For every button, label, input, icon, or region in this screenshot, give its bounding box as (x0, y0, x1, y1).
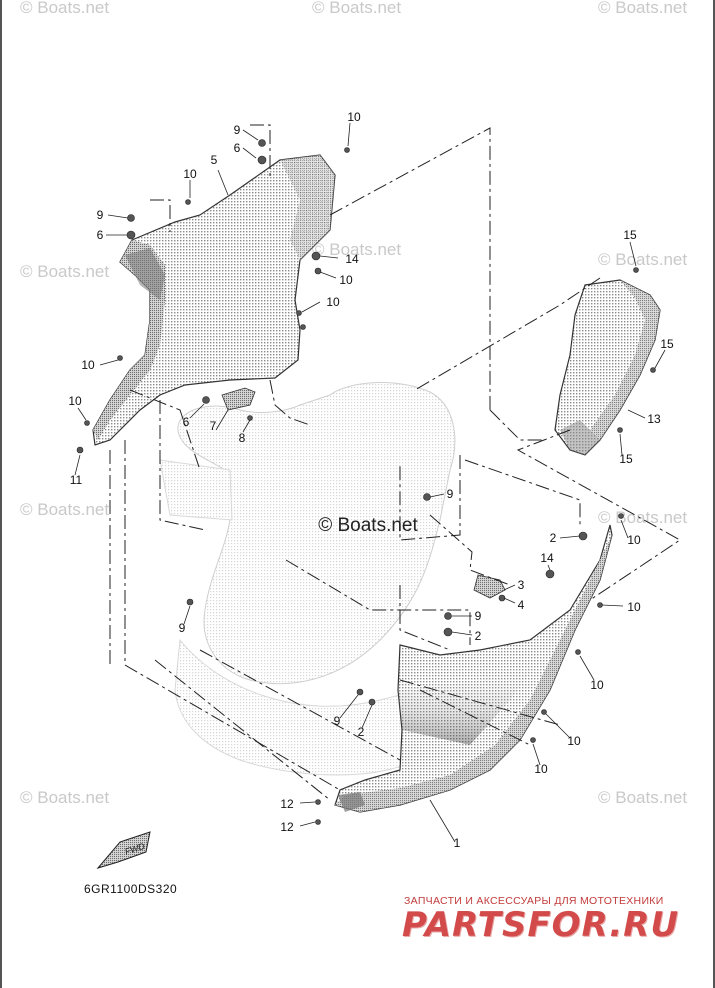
callout-label: 14 (540, 551, 554, 565)
callout-label: 9 (233, 123, 241, 137)
callout-label: 10 (590, 678, 604, 692)
callout-label: 14 (345, 252, 359, 266)
part-13-side-panel (554, 279, 661, 456)
engine-ghost (159, 382, 456, 776)
callout-label: 6 (96, 228, 104, 242)
watermark: © Boats.net (598, 788, 688, 807)
callout-label: 3 (517, 578, 525, 592)
callout-label: 10 (567, 734, 581, 748)
callout-label: 10 (183, 167, 197, 181)
callout-label: 10 (339, 273, 353, 287)
callout-label: 6 (233, 141, 241, 155)
callout-label: 10 (326, 295, 340, 309)
part-5-upper-cover (92, 154, 336, 446)
callout-label: 2 (549, 531, 557, 545)
callout-label: 9 (96, 208, 104, 222)
callout-label: 10 (627, 600, 641, 614)
callout-label: 5 (210, 153, 218, 167)
left-border (0, 0, 2, 988)
watermark: © Boats.net (20, 0, 110, 17)
callout-label: 9 (474, 609, 482, 623)
watermark: © Boats.net (598, 508, 688, 527)
callout-label: 8 (238, 431, 246, 445)
diagram-code: 6GR1100DS320 (84, 882, 178, 896)
watermark: © Boats.net (20, 500, 110, 519)
callout-label: 9 (333, 714, 341, 728)
callout-label: 1 (453, 836, 461, 850)
watermark: © Boats.net (20, 788, 110, 807)
callout-label: 7 (209, 419, 217, 433)
callout-label: 15 (623, 228, 637, 242)
callout-label: 10 (347, 110, 361, 124)
callout-label: 10 (627, 533, 641, 547)
callout-label: 10 (81, 358, 95, 372)
watermark: © Boats.net (312, 0, 402, 17)
callout-label: 15 (619, 452, 633, 466)
callout-label: 12 (280, 797, 294, 811)
right-border (713, 0, 715, 988)
center-watermark: © Boats.net (318, 515, 418, 536)
callout-label: 2 (474, 629, 482, 643)
callout-label: 4 (517, 598, 525, 612)
watermark: © Boats.net (20, 262, 110, 281)
brand-logo[interactable]: PARTSFOR.RU (402, 905, 680, 945)
leader-lines (74, 122, 666, 843)
callout-label: 10 (68, 394, 82, 408)
brand-tagline: ЗАПЧАСТИ И АКСЕССУАРЫ ДЛЯ МОТОТЕХНИКИ (404, 895, 664, 907)
watermark: © Boats.net (598, 250, 688, 269)
fwd-arrow: FWD (96, 831, 151, 869)
callout-label: 13 (647, 412, 661, 426)
callout-label: 2 (357, 725, 365, 739)
callout-label: 9 (178, 621, 186, 635)
callout-label: 11 (69, 473, 83, 487)
callout-label: 15 (660, 337, 674, 351)
exploded-lines (109, 124, 681, 801)
callout-label: 12 (280, 820, 294, 834)
callout-label: 9 (446, 487, 454, 501)
callout-label: 6 (182, 415, 190, 429)
watermark: © Boats.net (598, 0, 688, 17)
fasteners (76, 139, 656, 825)
watermark: © Boats.net (312, 240, 402, 259)
callout-label: 10 (534, 762, 548, 776)
